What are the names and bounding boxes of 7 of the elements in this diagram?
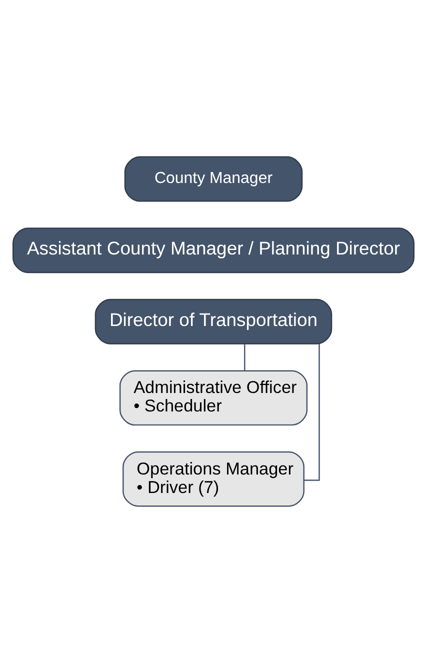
node-box: Assistant County Manager / Planning Director [12, 228, 415, 274]
node-box: Administrative Officer • Scheduler [119, 370, 308, 426]
node-box: Director of Transportation [94, 298, 332, 344]
node-box: County Manager [124, 156, 303, 202]
connector [244, 344, 246, 370]
connector [304, 344, 320, 481]
node-box: Operations Manager • Driver (7) [122, 451, 304, 507]
